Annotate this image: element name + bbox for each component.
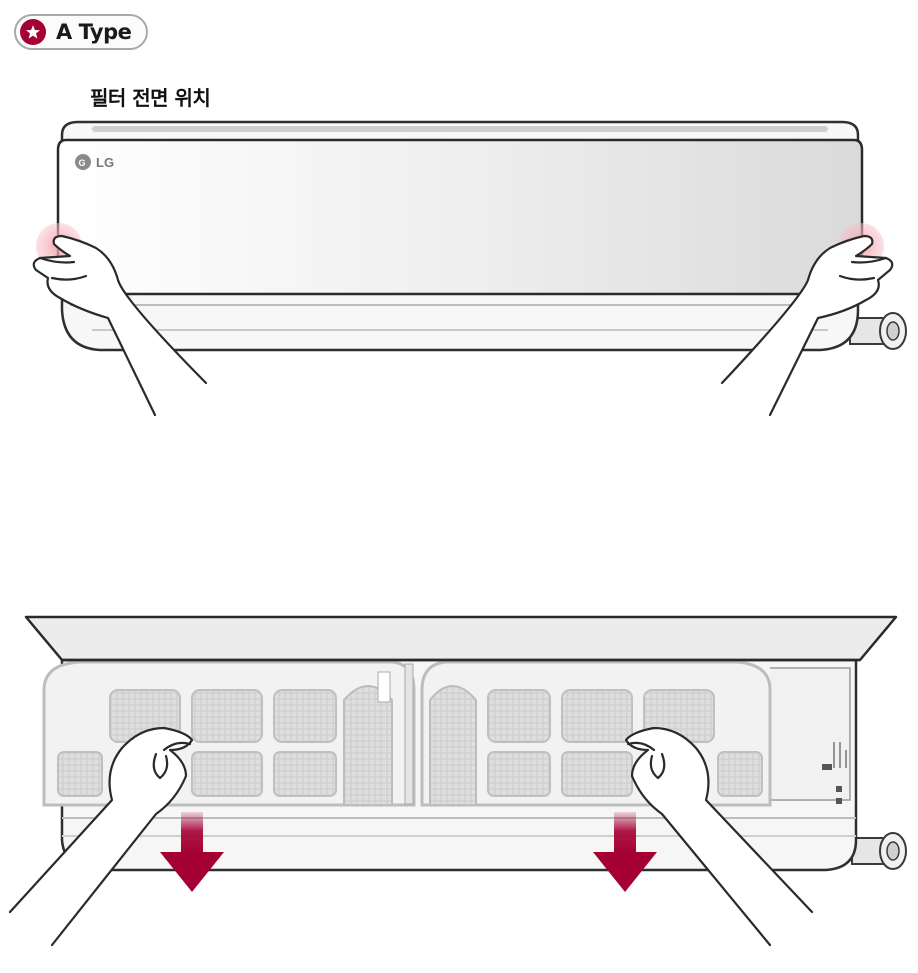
- lg-logo: G LG: [75, 154, 114, 170]
- left-hand: [32, 234, 208, 417]
- arrow-down-icon: [593, 812, 657, 892]
- star-icon: [20, 19, 46, 45]
- air-filter-left: [42, 660, 416, 807]
- filter-caption: 필터 전면 위치: [90, 86, 211, 110]
- front-panel-illustration: G LG: [32, 120, 907, 417]
- right-hand: [720, 234, 894, 417]
- center-divider: [377, 663, 414, 805]
- pipe-connector-bottom: [851, 832, 907, 870]
- pipe-connector: [849, 312, 907, 350]
- right-hand-pulling: [624, 726, 814, 947]
- air-filter-right: [420, 660, 772, 807]
- front-panel-lifted: [24, 615, 898, 662]
- filter-removal-illustration: [8, 615, 907, 947]
- svg-text:G: G: [78, 158, 85, 168]
- type-badge: A Type: [14, 14, 148, 50]
- left-hand-pulling: [8, 726, 194, 947]
- front-panel: G LG: [56, 138, 864, 296]
- arrow-down-icon: [160, 812, 224, 892]
- type-label: A Type: [56, 20, 132, 44]
- svg-text:LG: LG: [96, 155, 114, 170]
